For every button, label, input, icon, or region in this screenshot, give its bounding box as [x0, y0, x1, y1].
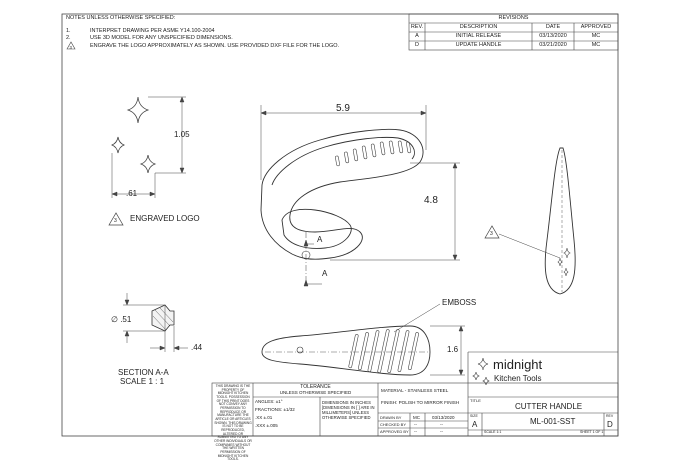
drawing-title: CUTTER HANDLE: [515, 402, 583, 411]
note-2-text: USE 3D MODEL FOR ANY UNSPECIFIED DIMENSI…: [90, 35, 233, 41]
bottom-emboss-slots: [348, 329, 419, 373]
approved-by-value: --: [414, 429, 417, 434]
checked-date-value: --: [440, 422, 443, 427]
handle-side-view: [544, 147, 576, 295]
logo-dimension-lines: [111, 96, 186, 198]
section-marker-top: A: [317, 235, 323, 244]
handle-bottom-view: [261, 325, 431, 376]
finish-spec: FINISH: POLISH TO MIRROR FINISH: [381, 400, 460, 405]
drawn-date: 03/13/2020: [432, 415, 455, 420]
scale-label: SCALE 1:1: [484, 430, 502, 434]
tolerance-fractions: FRACTIONS: ±1/32: [255, 407, 295, 412]
note-3-number: 3: [69, 44, 72, 50]
note-1-number: 1.: [66, 28, 71, 34]
engraved-logo-stars: [110, 96, 157, 174]
emboss-label: EMBOSS: [442, 298, 477, 307]
section-a-a-view: [151, 304, 175, 332]
section-scale: SCALE 1 : 1: [120, 377, 165, 386]
tolerance-two-place: .XX ±.01: [255, 415, 273, 420]
size-label: SIZE: [470, 414, 478, 418]
section-title: SECTION A-A: [118, 368, 169, 377]
revision-row-rev: D: [415, 42, 419, 48]
revision-row-approved: MC: [591, 42, 601, 48]
dim-bottom-thickness: 1.6: [447, 345, 459, 354]
side-star-tiny-icon: [563, 267, 569, 277]
side-flag-number: 3: [490, 231, 493, 237]
revisions-table: [408, 13, 619, 51]
sheet-size: A: [472, 420, 478, 429]
rev-label: REV: [606, 414, 614, 418]
main-dimension-lines: [260, 105, 460, 261]
checked-by-value: --: [414, 422, 417, 427]
title-label: TITLE: [470, 398, 481, 403]
engraved-logo-label: ENGRAVED LOGO: [130, 214, 200, 223]
drawn-by-initials: MC: [413, 415, 420, 420]
revision-row-description: INITIAL RELEASE: [455, 33, 502, 39]
section-line-a-a: [303, 232, 322, 287]
approved-by-label: APPROVED BY: [380, 429, 409, 434]
dim-section-depth: .44: [191, 343, 203, 352]
description-col-header: DESCRIPTION: [459, 24, 498, 30]
revisions-title: REVISIONS: [498, 15, 529, 21]
rev-col-header: REV.: [410, 24, 424, 30]
revision-row-date: 03/21/2020: [539, 42, 567, 48]
side-star-small-icon: [557, 257, 563, 267]
bottom-dimension-lines: [393, 303, 465, 376]
note-flag-icon: [66, 41, 76, 50]
tolerance-angles: ANGLES: ±1°: [255, 399, 283, 404]
part-number: ML-001-SST: [530, 417, 576, 426]
section-marker-bottom: A: [322, 269, 328, 278]
revision-row-date: 03/13/2020: [539, 33, 567, 39]
dim-logo-height: 1.05: [174, 130, 190, 139]
dimensions-note: DIMENSIONS IN INCHES [DIMENSIONS IN [ ] …: [322, 400, 375, 421]
proprietary-notice: THIS DRAWING IS THE PROPERTY OF MIDNIGHT…: [214, 384, 252, 462]
engineering-drawing: [61, 13, 619, 437]
section-dimension-lines: [123, 293, 188, 352]
dim-section-diameter: ∅ .51: [111, 315, 132, 324]
engraved-logo-flag-number: 3: [114, 218, 117, 224]
drawn-by-label: DRAWN BY: [380, 415, 402, 420]
approved-col-header: APPROVED: [580, 24, 612, 30]
tolerance-subtitle: UNLESS OTHERWISE SPECIFIED: [279, 390, 352, 395]
note-3-text: ENGRAVE THE LOGO APPROXIMATELY AS SHOWN.…: [90, 43, 340, 49]
side-flag-icon: [484, 225, 500, 239]
material-spec: MATERIAL - STAINLESS STEEL: [381, 388, 449, 393]
date-col-header: DATE: [545, 24, 561, 30]
note-2-number: 2.: [66, 35, 71, 41]
tolerance-title: TOLERANCE: [300, 384, 331, 390]
star-small-icon: [110, 136, 126, 154]
star-large-icon: [126, 96, 150, 124]
revision-row-rev: A: [415, 33, 419, 39]
side-logo-stars: [557, 247, 571, 277]
company-logo-subtitle: Kitchen Tools: [494, 374, 542, 383]
handle-grip-slots: [335, 140, 412, 167]
dim-overall-width: 5.9: [336, 103, 350, 114]
title-block: [211, 351, 619, 437]
tolerance-three-place: .XXX ±.005: [255, 423, 278, 428]
current-revision: D: [607, 420, 613, 429]
approved-date-value: --: [440, 429, 443, 434]
notes-header: NOTES UNLESS OTHERWISE SPECIFIED:: [66, 15, 176, 21]
note-1-text: INTERPRET DRAWING PER ASME Y14.100-2004: [90, 28, 215, 34]
sheet-number: SHEET 1 OF 1: [580, 430, 604, 434]
company-logo-name: midnight: [493, 357, 543, 372]
dim-overall-height: 4.8: [424, 195, 438, 206]
engraved-logo-flag-icon: [108, 212, 124, 226]
side-flag-leader: [498, 233, 561, 259]
checked-by-label: CHECKED BY: [380, 422, 407, 427]
handle-front-view: [260, 128, 424, 260]
midnight-logo-icon: [472, 357, 490, 386]
star-medium-icon: [139, 154, 157, 174]
dim-logo-width: .61: [126, 189, 138, 198]
side-star-icon: [563, 247, 571, 259]
revision-row-approved: MC: [591, 33, 601, 39]
revision-row-description: UPDATE HANDLE: [455, 42, 502, 48]
